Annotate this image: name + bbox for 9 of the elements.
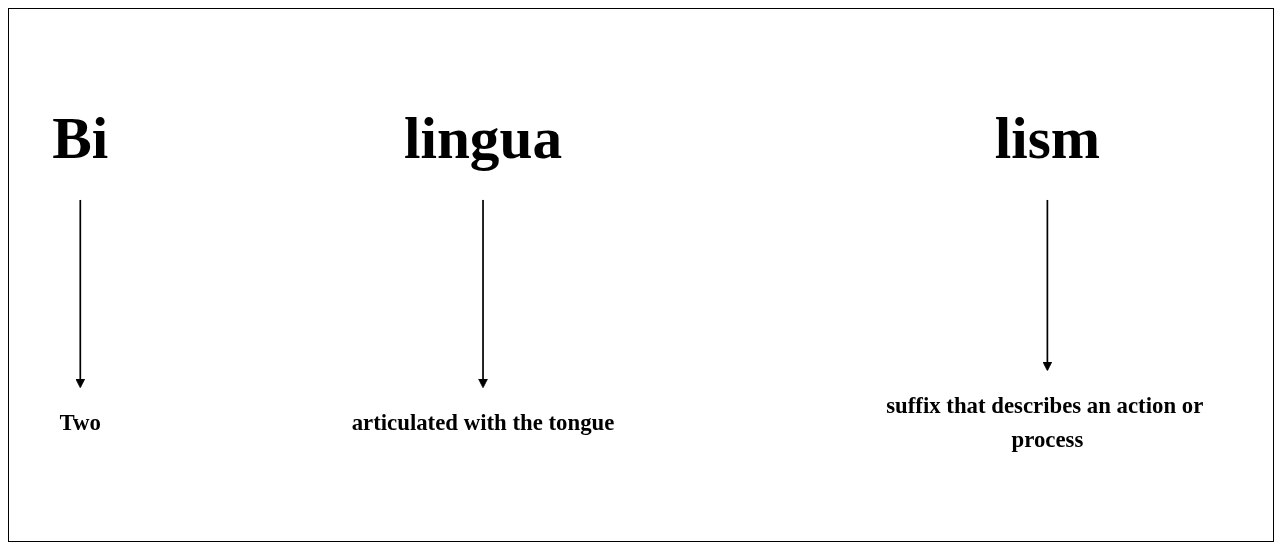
node-text: lingua [403, 105, 563, 171]
node-text: suffix that describes an action or process [886, 392, 1203, 452]
arrow [75, 198, 86, 389]
node-text: articulated with the tongue [351, 409, 615, 435]
arrow [478, 198, 489, 389]
node-text: Bi [52, 105, 109, 171]
arrow [1042, 198, 1053, 372]
node-text: Two [59, 409, 101, 435]
node-text: lism [994, 105, 1101, 171]
